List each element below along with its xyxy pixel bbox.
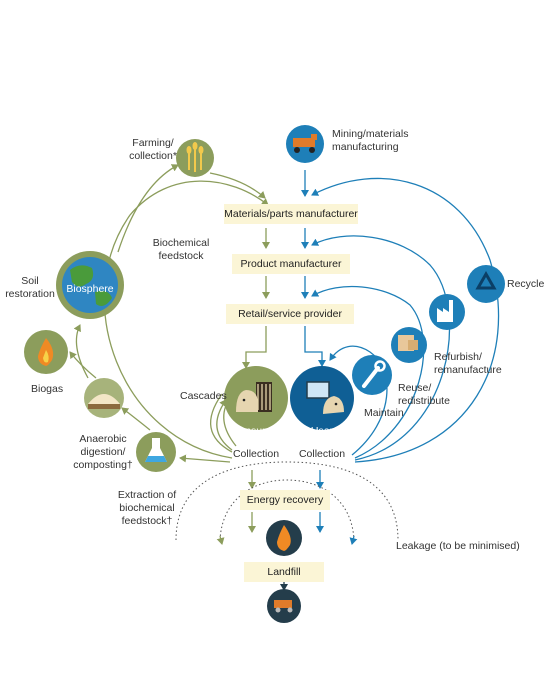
leak-arrow-left <box>216 535 225 545</box>
wheat-icon <box>176 139 214 177</box>
biogas-label: Biogas <box>31 383 64 395</box>
maintain-label: Maintain <box>364 407 404 419</box>
flame-icon <box>266 520 302 556</box>
biosphere-label: Biosphere <box>66 283 114 295</box>
factory-icon <box>429 294 465 330</box>
leakage-label: Leakage (to be minimised) <box>396 540 520 552</box>
landfill-box: Landfill <box>244 562 324 582</box>
refurbish-label: Refurbish/remanufacture <box>434 351 502 376</box>
cascades-label: Cascades <box>180 390 227 402</box>
consumer-label: Consumer <box>231 425 281 437</box>
materials-box: Materials/parts manufacturer <box>224 204 358 224</box>
user-label: User <box>310 425 334 437</box>
collection-left-label: Collection <box>232 448 280 460</box>
flask-icon <box>136 432 176 472</box>
biological-flows <box>69 164 270 533</box>
dump-truck-icon <box>267 589 301 623</box>
leak-arrow-right <box>349 535 358 545</box>
flame-icon <box>24 330 68 374</box>
compost-icon <box>84 378 124 418</box>
wrench-icon <box>352 355 392 395</box>
energy-box: Energy recovery <box>240 490 330 510</box>
recycle-label: Recycle <box>507 278 545 290</box>
retail-box: Retail/service provider <box>226 304 354 324</box>
leakage-arcs <box>175 461 399 541</box>
globe-icon <box>56 251 124 319</box>
person-computer-icon <box>290 366 354 430</box>
mining-truck-icon <box>286 125 324 163</box>
reuse-label: Reuse/redistribute <box>398 382 450 407</box>
collection-right-label: Collection <box>298 448 346 460</box>
recycle-icon <box>467 265 505 303</box>
farming-label: Farming/collection* <box>129 137 177 162</box>
product-box: Product manufacturer <box>232 254 350 274</box>
person-icon <box>224 366 288 430</box>
box-icon <box>391 327 427 363</box>
